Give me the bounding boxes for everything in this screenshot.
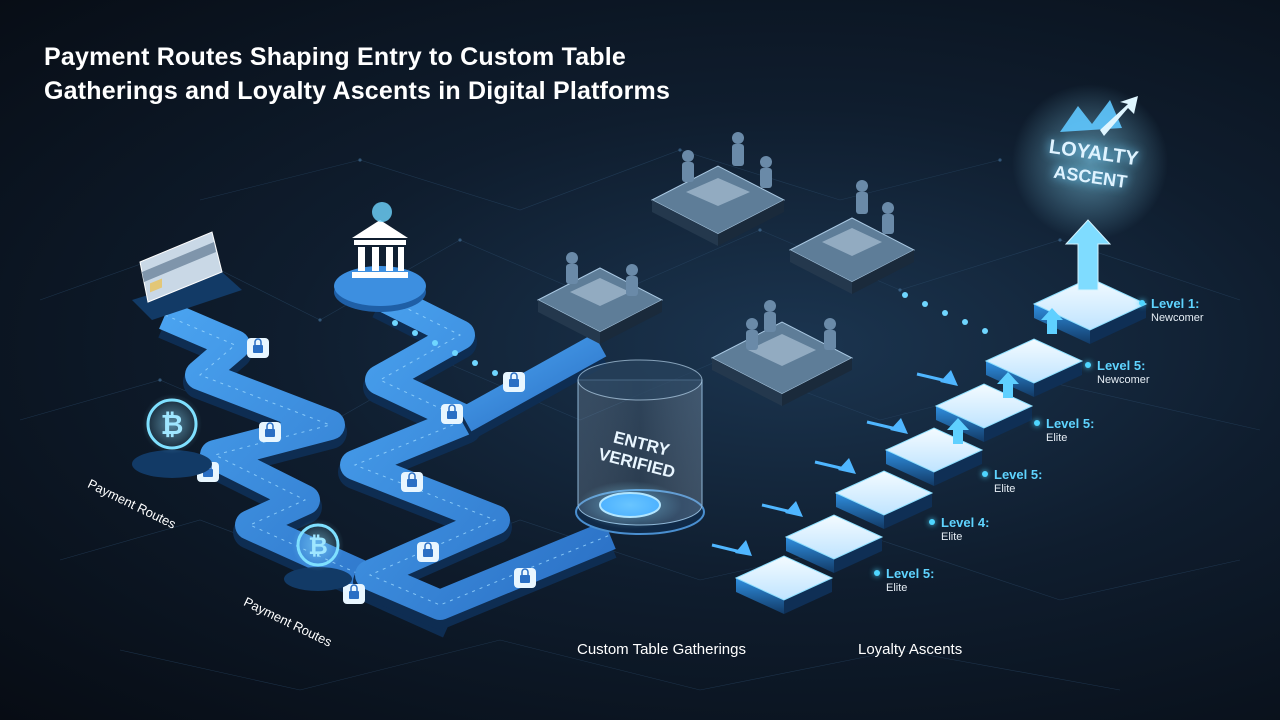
credit-card-icon: [132, 231, 242, 320]
level-dot: [1085, 362, 1091, 368]
table-platform: [536, 252, 664, 344]
stair-step: [934, 383, 1034, 442]
lock-icon: [417, 542, 439, 562]
loyalty-ascents-label: Loyalty Ascents: [858, 641, 963, 658]
level-number: Level 5:: [886, 566, 935, 581]
table-platform: [710, 300, 854, 406]
lock-icon: [259, 422, 281, 442]
level-tier: Newcomer: [1151, 312, 1204, 324]
stair-step: [984, 338, 1084, 397]
level-dot: [874, 570, 880, 576]
table-platform: [650, 132, 786, 246]
flow-arrows: [711, 370, 958, 556]
lock-icon: [343, 584, 365, 604]
stair-step: [734, 555, 834, 614]
level-dot: [982, 471, 988, 477]
level-label: Level 5:Elite: [982, 467, 1043, 497]
svg-text:₿: ₿: [161, 408, 184, 441]
level-tier: Elite: [886, 582, 908, 594]
arrow-up-icon: [997, 372, 1019, 398]
level-number: Level 1:: [1151, 296, 1200, 311]
title-line-2: Gatherings and Loyalty Ascents in Digita…: [44, 77, 671, 105]
payment-route-2: [338, 281, 617, 629]
level-tier: Elite: [1046, 432, 1068, 444]
title-line-1: Payment Routes Shaping Entry to Custom T…: [44, 43, 627, 71]
lock-icon: [514, 568, 536, 588]
svg-text:₿: ₿: [308, 532, 328, 560]
bitcoin-icon: ₿: [132, 394, 212, 478]
loyalty-staircase: [734, 277, 1148, 614]
stair-step: [1032, 277, 1148, 344]
bank-icon: [334, 202, 426, 312]
entry-verification-gate: [575, 359, 705, 535]
lock-icon: [503, 372, 525, 392]
level-number: Level 5:: [1046, 416, 1095, 431]
arrow-up-icon: [1100, 96, 1138, 136]
bitcoin-icon: ₿: [284, 519, 352, 591]
level-tier: Elite: [941, 531, 963, 543]
lock-icon: [247, 338, 269, 358]
arrow-up-icon: [1064, 219, 1112, 291]
level-dot: [1139, 300, 1145, 306]
loyalty-ascent-badge: [1012, 84, 1168, 240]
lock-icons: [197, 338, 536, 604]
level-tier: Elite: [994, 483, 1016, 495]
lock-icon: [401, 472, 423, 492]
level-number: Level 5:: [1097, 358, 1146, 373]
table-platform: [788, 180, 916, 294]
level-label: Level 4:Elite: [929, 515, 990, 545]
level-number: Level 5:: [994, 467, 1043, 482]
stair-step: [784, 514, 884, 573]
level-label: Level 1:Newcomer: [1139, 296, 1204, 326]
level-label: Level 5:Elite: [1034, 416, 1095, 446]
level-dot: [1034, 420, 1040, 426]
custom-table-gatherings-label: Custom Table Gatherings: [577, 641, 746, 658]
level-label: Level 5:Elite: [874, 566, 935, 596]
level-dot: [929, 519, 935, 525]
level-tier: Newcomer: [1097, 374, 1150, 386]
lock-icon: [441, 404, 463, 424]
data-flow-dots: [392, 292, 988, 376]
stair-step: [884, 427, 984, 486]
arrow-up-icon: [1041, 308, 1063, 334]
page-title: Payment Routes Shaping Entry to Custom T…: [44, 40, 804, 108]
stair-step: [834, 470, 934, 529]
level-number: Level 4:: [941, 515, 990, 530]
level-label: Level 5:Newcomer: [1085, 358, 1150, 388]
arrow-up-icon: [947, 418, 969, 444]
